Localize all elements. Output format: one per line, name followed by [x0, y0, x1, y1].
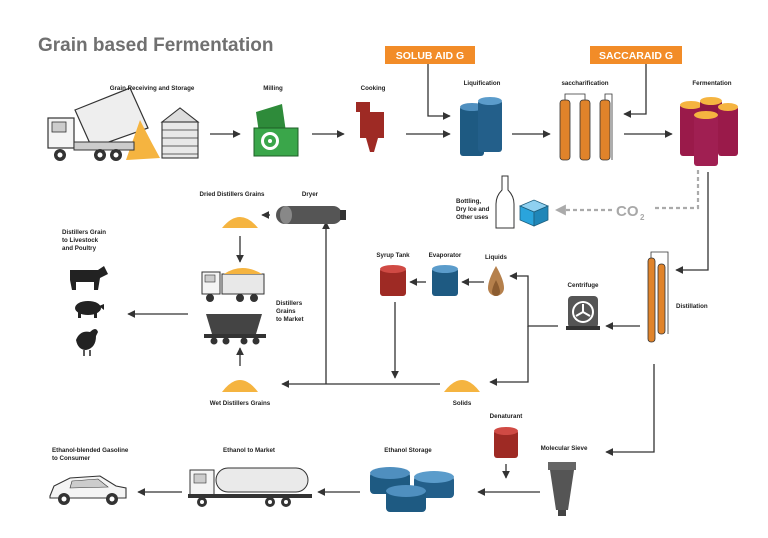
silo-icon — [160, 107, 200, 159]
rail-car-icon — [204, 314, 266, 345]
ethanol-storage-label: Ethanol Storage — [384, 447, 432, 454]
ethanol-storage-tanks-icon — [370, 467, 454, 512]
dry-ice-label: Dry Ice and — [456, 206, 490, 213]
gasoline-label-line1: Ethanol-blended Gasoline — [52, 447, 129, 454]
liquification-tanks-icon — [460, 97, 502, 156]
distillation-label: Distillation — [676, 303, 708, 310]
to-market-label: to Market — [276, 316, 304, 323]
solids-label: Solids — [453, 400, 472, 407]
page-title: Grain based Fermentation — [38, 35, 273, 56]
milling-label: Milling — [263, 85, 283, 92]
other-uses-label: Other uses — [456, 214, 489, 221]
grain-receiving-label: Grain Receiving and Storage — [110, 85, 195, 92]
molecular-sieve-label: Molecular Sieve — [541, 445, 588, 452]
saccaraid-label: SACCARAID G — [599, 50, 673, 62]
saccharification-columns-icon — [559, 93, 613, 161]
dryer-label: Dryer — [302, 191, 319, 198]
fermentation-tanks-icon — [680, 97, 738, 166]
distillers-grains-label: Distillers — [276, 300, 303, 307]
dried-grains-pile-icon — [222, 217, 258, 228]
evaporator-label: Evaporator — [429, 252, 462, 259]
centrifuge-icon — [566, 296, 600, 330]
liquification-label: Liquification — [464, 80, 501, 87]
car-icon — [49, 475, 127, 505]
saccharification-label: saccharification — [561, 80, 608, 87]
denaturant-label: Denaturant — [490, 413, 523, 420]
tanker-truck-icon — [188, 467, 312, 507]
denaturant-tank-icon — [494, 427, 518, 458]
evaporator-icon — [432, 265, 458, 296]
dried-grains-label: Dried Distillers Grains — [200, 191, 266, 198]
syrup-tank-icon — [380, 265, 406, 296]
wet-grains-pile-icon — [222, 380, 258, 392]
livestock-label-line3: and Poultry — [62, 245, 97, 252]
dry-ice-cube-icon — [518, 199, 550, 227]
liquids-label: Liquids — [485, 254, 508, 261]
liquids-drop-icon — [488, 266, 504, 296]
livestock-label-line1: Distillers Grain — [62, 229, 106, 236]
grains-label: Grains — [276, 308, 296, 315]
distillation-columns-icon — [647, 251, 669, 343]
gasoline-label-line2: to Consumer — [52, 455, 91, 462]
cow-icon — [70, 266, 108, 290]
cooker-icon — [356, 102, 384, 152]
pig-icon — [75, 301, 104, 318]
dryer-icon — [276, 206, 346, 224]
mill-icon — [253, 104, 299, 157]
solub-aid-label: SOLUB AID G — [396, 50, 464, 62]
dump-truck-icon — [47, 87, 160, 161]
bottle-icon — [495, 175, 515, 229]
solub-aid-badge: SOLUB AID G — [385, 46, 475, 64]
fermentation-label: Fermentation — [692, 80, 731, 87]
ethanol-market-label: Ethanol to Market — [223, 447, 275, 454]
chicken-icon — [76, 329, 98, 356]
syrup-tank-label: Syrup Tank — [376, 252, 410, 259]
cooking-label: Cooking — [361, 85, 386, 92]
solids-pile-icon — [444, 380, 480, 392]
saccaraid-badge: SACCARAID G — [590, 46, 682, 64]
co2-subscript: 2 — [640, 213, 645, 222]
centrifuge-label: Centrifuge — [568, 282, 599, 289]
bottling-label: Bottling, — [456, 198, 481, 205]
molecular-sieve-icon — [548, 462, 576, 516]
co2-label: CO — [616, 203, 639, 220]
wet-grains-label: Wet Distillers Grains — [210, 400, 271, 407]
livestock-label-line2: to Livestock — [62, 237, 99, 244]
grain-truck-icon — [201, 268, 265, 302]
